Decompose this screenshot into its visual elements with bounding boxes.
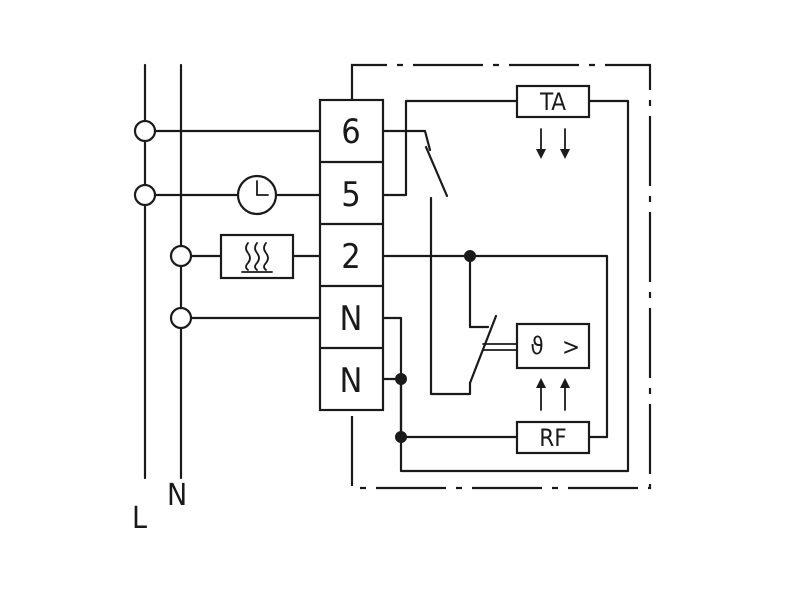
bus-node <box>133 119 157 143</box>
sensor-module <box>515 322 591 370</box>
wire-5-to-ta <box>381 99 519 197</box>
wire-6-to-contact <box>381 129 432 152</box>
terminal-label: 6 <box>341 112 360 152</box>
ta-module <box>515 84 591 119</box>
arrow-icon <box>536 128 570 159</box>
relay-contact <box>424 145 449 198</box>
bus-node <box>133 183 157 207</box>
device-enclosure <box>350 63 652 490</box>
clock-icon <box>236 174 278 216</box>
sensor-symbol: ϑ <box>530 332 543 360</box>
terminal-label: 5 <box>341 175 360 215</box>
arrow-icon <box>536 378 570 411</box>
wire-ta-return <box>399 99 630 473</box>
junction-dot <box>395 431 407 443</box>
heating-element-icon <box>219 233 295 280</box>
neutral-bus-label: N <box>167 478 187 513</box>
rf-module <box>515 420 591 455</box>
terminal-label: N <box>340 361 363 401</box>
wire-2-bus <box>381 254 609 439</box>
line-bus-label: L <box>132 501 147 536</box>
bus-node <box>169 244 193 268</box>
rf-label: RF <box>539 424 566 452</box>
sensor-compare: > <box>562 333 580 361</box>
junction-dot <box>464 250 476 262</box>
junction-dot <box>395 373 407 385</box>
wire-n-internal <box>381 316 403 439</box>
terminal-label: 2 <box>341 237 360 277</box>
terminal-label: N <box>340 299 363 339</box>
wire-contact-to-switch <box>429 196 472 396</box>
bus-node <box>169 306 193 330</box>
ta-label: TA <box>539 88 566 116</box>
